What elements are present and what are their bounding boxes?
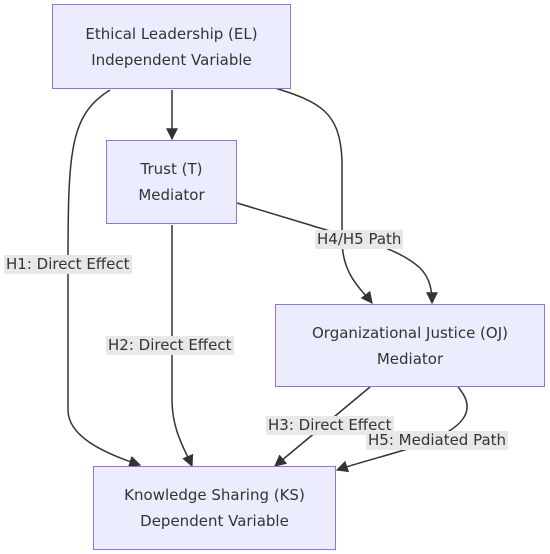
node-oj-subtitle: Mediator	[376, 349, 444, 368]
edge-label-h1: H1: Direct Effect	[4, 255, 132, 274]
edge-label-h3: H3: Direct Effect	[266, 416, 394, 435]
node-trust-title: Trust (T)	[140, 160, 203, 178]
edge-el-to-oj	[274, 87, 373, 304]
node-el-title: Ethical Leadership (EL)	[85, 24, 258, 43]
node-knowledge-sharing: Knowledge Sharing (KS) Dependent Variabl…	[93, 466, 336, 550]
node-ks-title: Knowledge Sharing (KS)	[124, 486, 305, 504]
node-trust: Trust (T) Mediator	[106, 140, 237, 224]
node-ethical-leadership: Ethical Leadership (EL) Independent Vari…	[52, 4, 291, 89]
node-oj-title: Organizational Justice (OJ)	[312, 323, 508, 342]
node-trust-subtitle: Mediator	[138, 186, 205, 204]
edge-trust-to-ks	[171, 225, 194, 468]
edge-label-h4h5: H4/H5 Path	[315, 230, 404, 249]
edge-el-to-ks	[67, 89, 142, 468]
edge-trust-to-oj	[236, 202, 438, 305]
node-ks-subtitle: Dependent Variable	[140, 512, 289, 530]
edge-label-h2: H2: Direct Effect	[106, 336, 234, 355]
node-el-subtitle: Independent Variable	[91, 50, 252, 69]
node-organizational-justice: Organizational Justice (OJ) Mediator	[275, 304, 545, 387]
edge-label-h5: H5: Mediated Path	[366, 431, 509, 450]
